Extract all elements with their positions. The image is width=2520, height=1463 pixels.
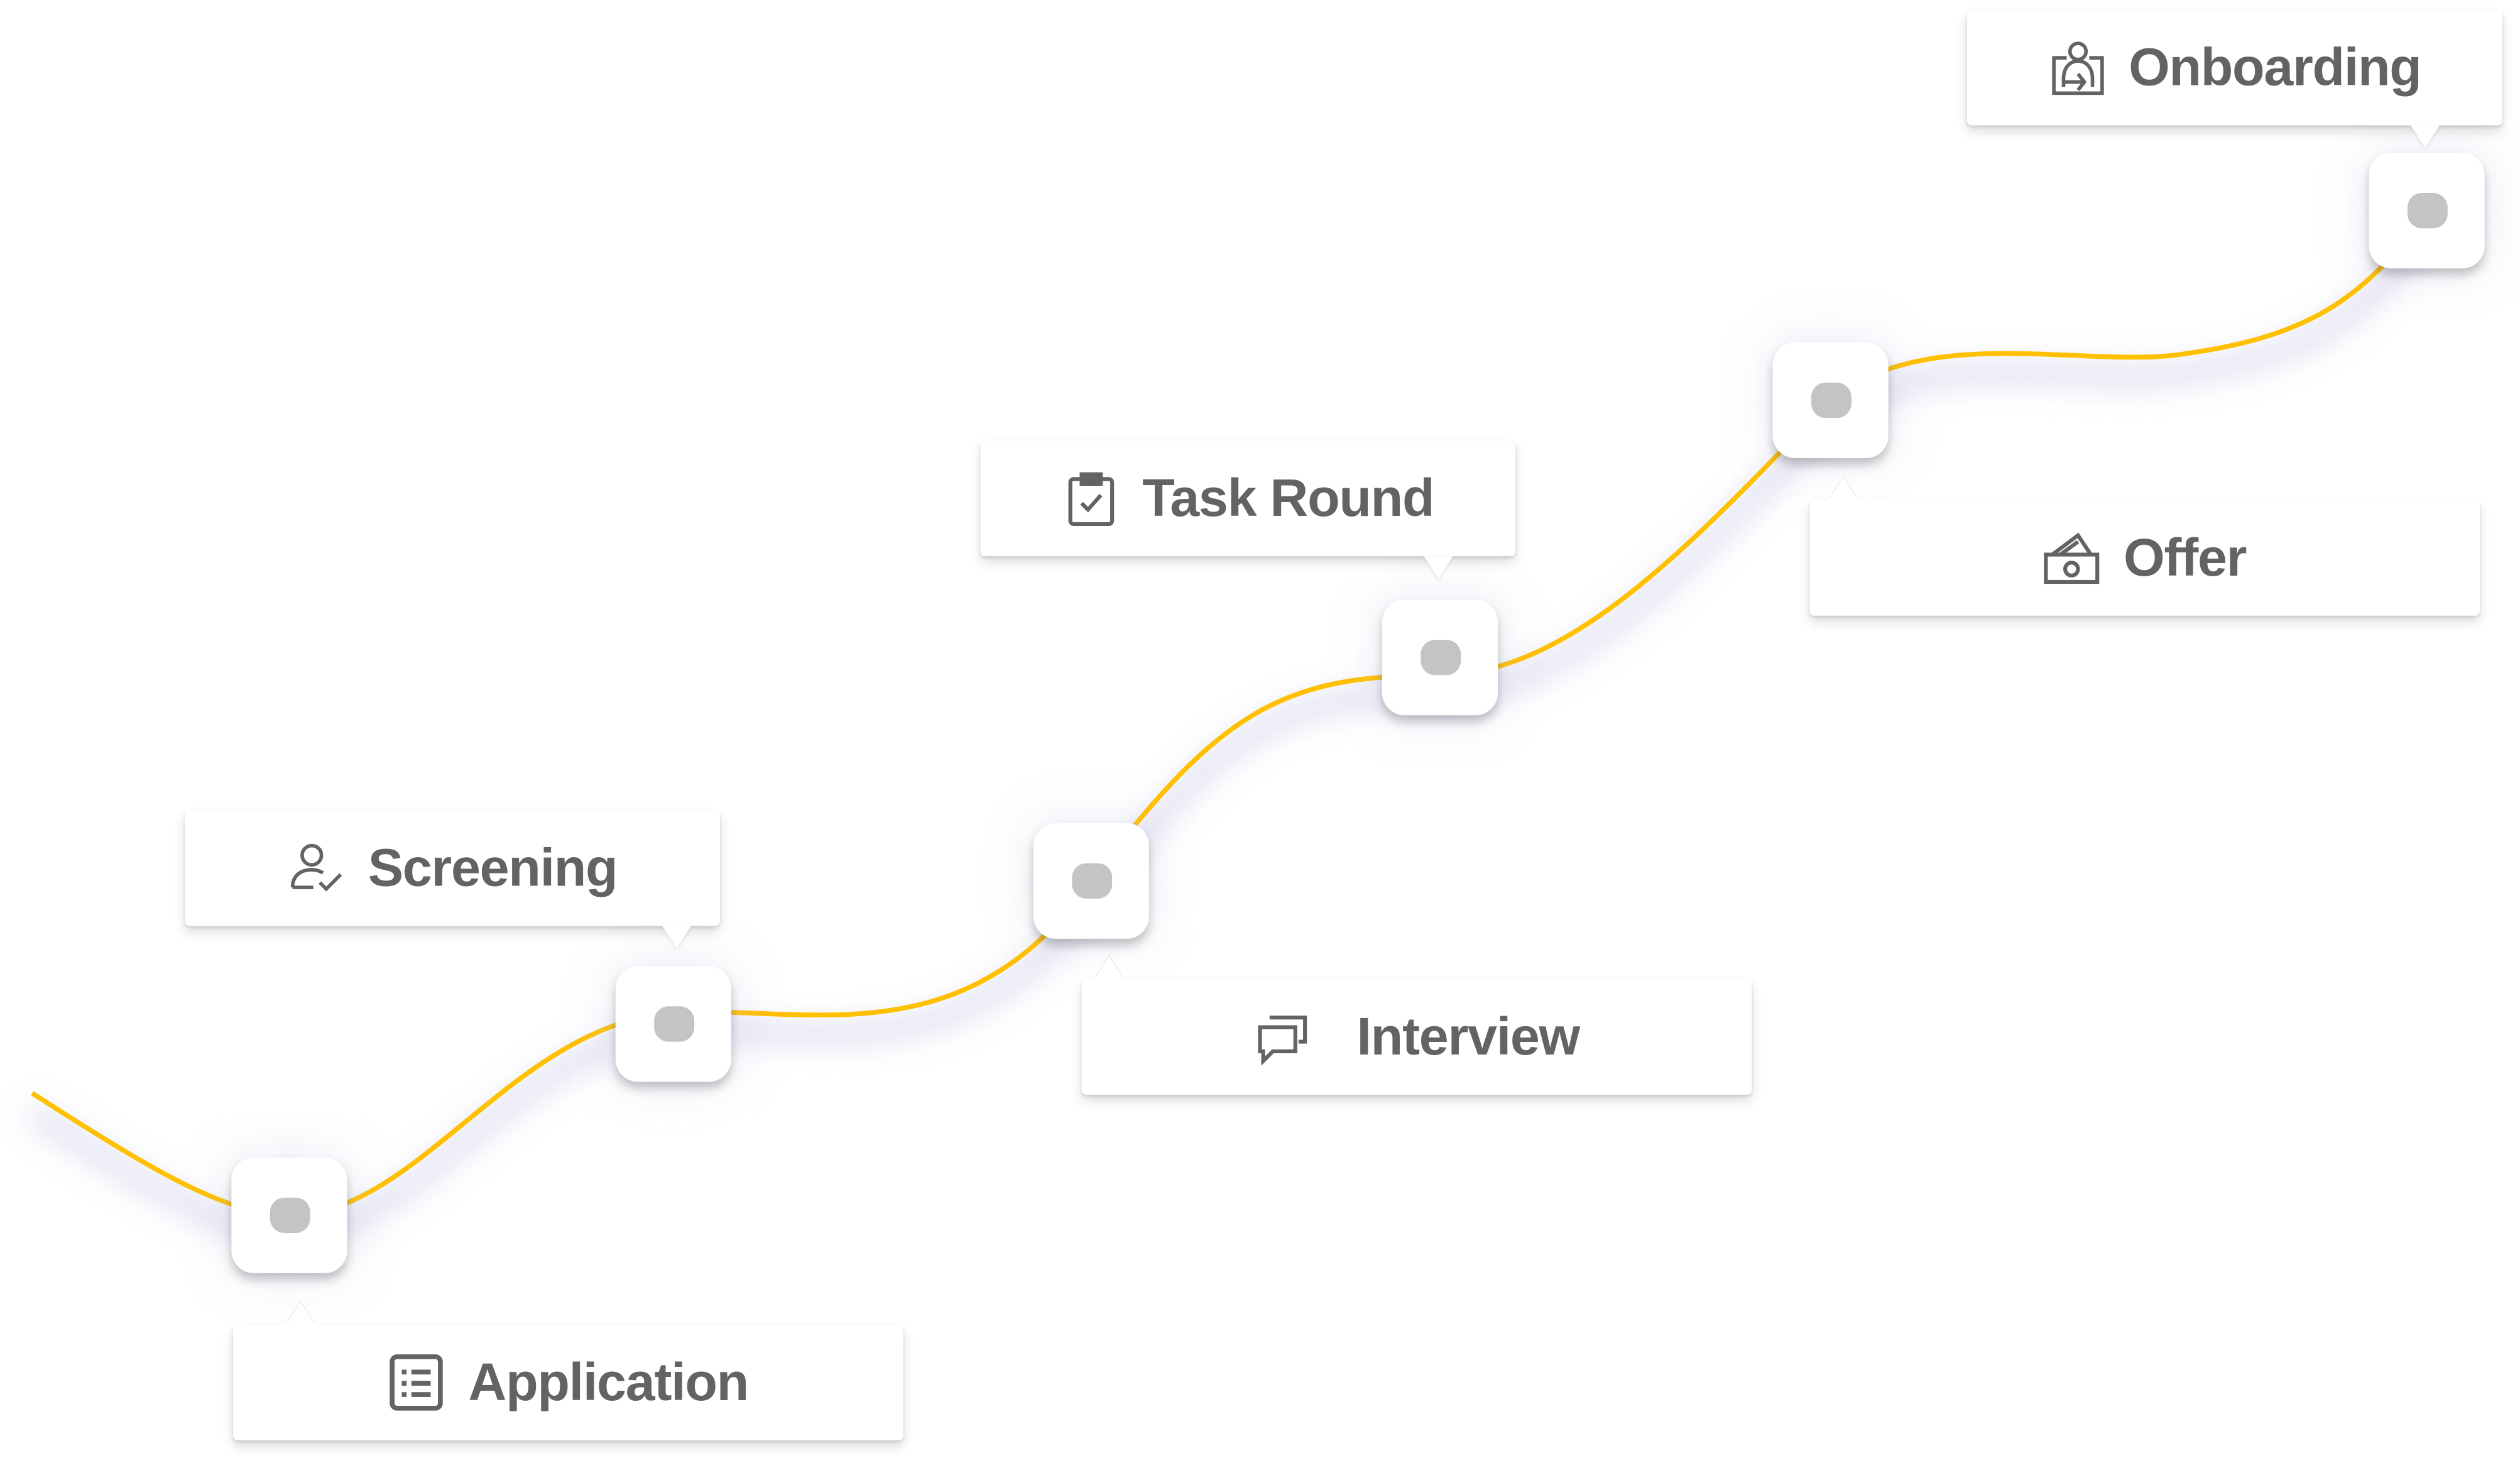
- node-dot: [1811, 382, 1852, 419]
- pointer: [662, 926, 691, 949]
- chat-bubbles-icon: [1258, 1016, 1307, 1066]
- node-onboarding: [2369, 153, 2485, 269]
- user-check-icon: [290, 843, 342, 892]
- money-icon: [2044, 532, 2100, 584]
- pointer: [1424, 556, 1453, 579]
- user-enter-icon: [2051, 41, 2103, 96]
- pointer: [1829, 477, 1858, 500]
- label-application: Application: [232, 1301, 903, 1440]
- stage-label: Interview: [1356, 1006, 1581, 1066]
- pointer: [1094, 956, 1124, 979]
- node-dot: [1421, 640, 1461, 676]
- node-task-round: [1382, 600, 1498, 716]
- label-offer: Offer: [1809, 477, 2480, 616]
- label-task-round: Task Round: [980, 440, 1516, 579]
- node-screening: [615, 966, 731, 1082]
- stage-label: Application: [468, 1352, 749, 1411]
- node-dot: [2407, 192, 2448, 229]
- stage-label: Onboarding: [2129, 36, 2422, 97]
- curve-shadow: [26, 224, 2435, 1244]
- list-document-icon: [390, 1354, 444, 1411]
- label-screening: Screening: [185, 810, 720, 949]
- node-application: [231, 1157, 347, 1273]
- clipboard-check-icon: [1068, 472, 1114, 526]
- pointer: [2411, 125, 2440, 148]
- node-dot: [654, 1006, 695, 1042]
- node-dot: [1072, 863, 1113, 899]
- pointer: [286, 1301, 315, 1325]
- label-onboarding: Onboarding: [1966, 9, 2502, 148]
- label-interview: Interview: [1081, 956, 1752, 1095]
- node-interview: [1033, 823, 1149, 939]
- node-dot: [270, 1197, 310, 1233]
- stage-label: Screening: [368, 837, 618, 897]
- node-offer: [1772, 342, 1889, 459]
- stage-label: Task Round: [1142, 468, 1434, 528]
- curve-line: [31, 209, 2429, 1218]
- stage-label: Offer: [2123, 527, 2247, 587]
